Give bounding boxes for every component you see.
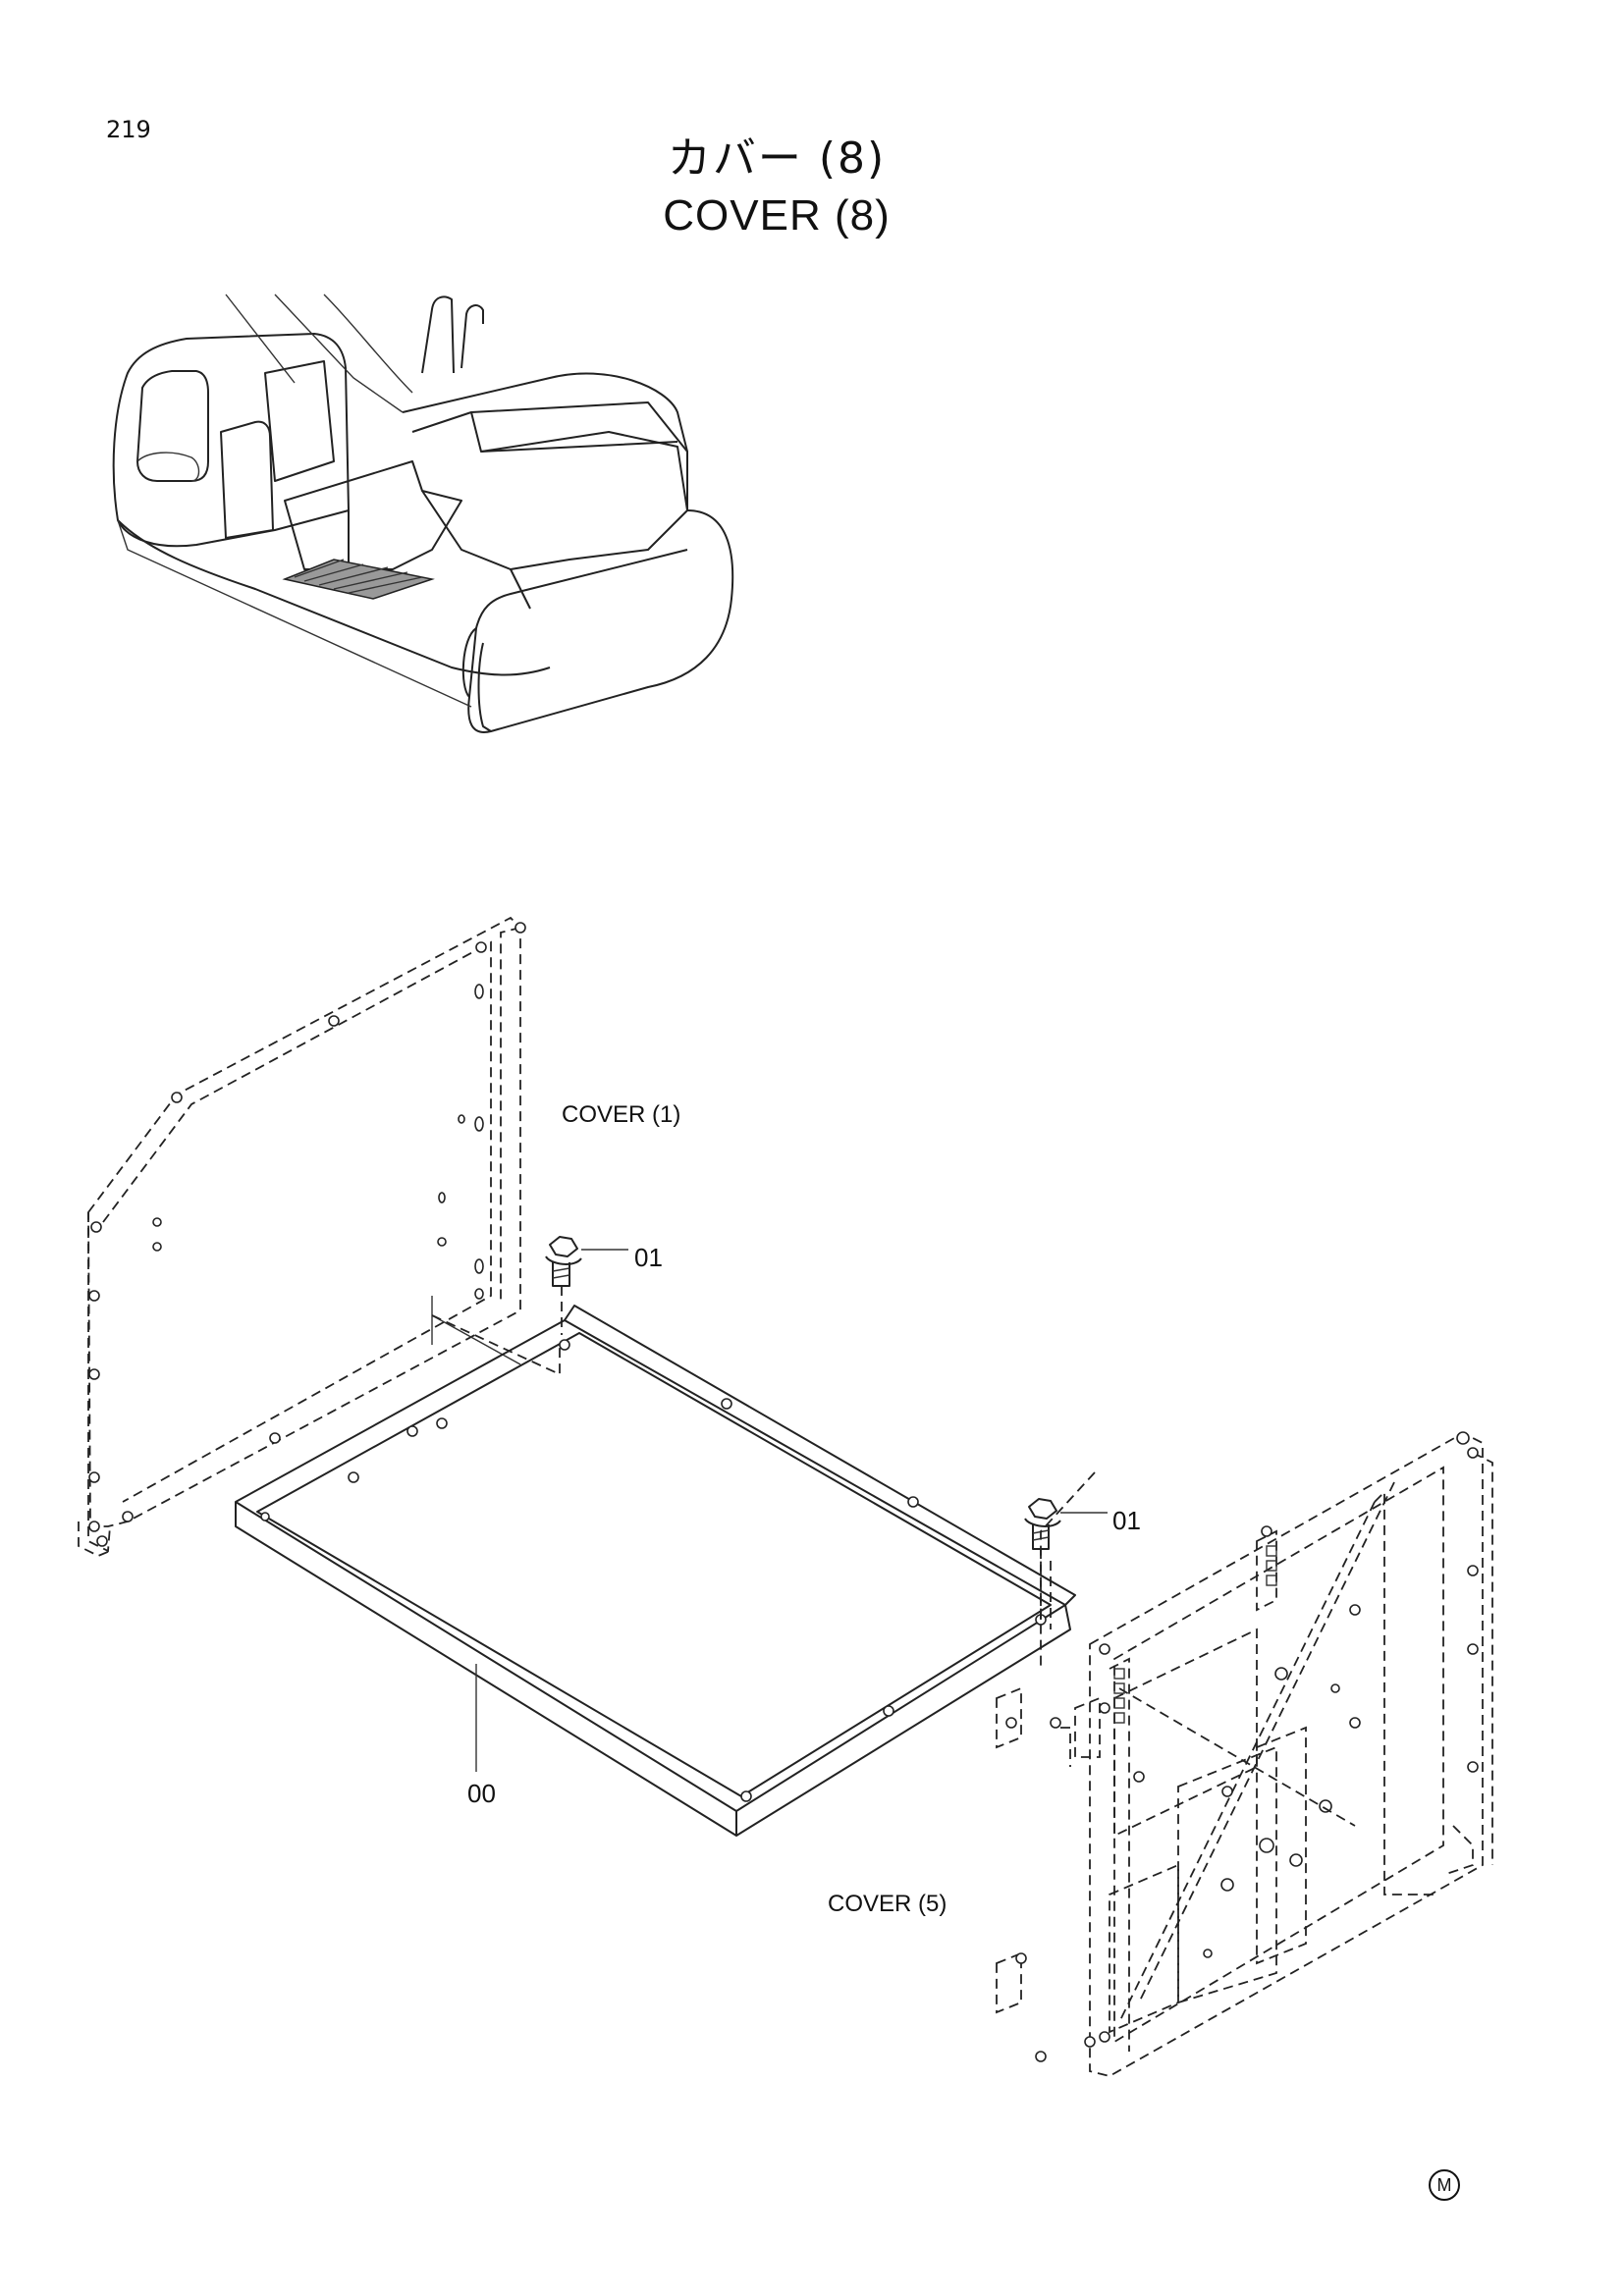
circled-m-icon: M (1429, 2169, 1460, 2201)
bolt-icon (1024, 1498, 1108, 1620)
page-title-english: COVER (8) (663, 191, 891, 240)
cover-1-panel (78, 916, 526, 1557)
page-title-japanese: カバー (8) (667, 133, 887, 184)
cover-5-panel (996, 1431, 1493, 2077)
bolt-icon (545, 1236, 628, 1335)
page-number: 219 (106, 116, 151, 143)
label-cover-1: COVER (1) (562, 1101, 681, 1128)
label-part-01-upper: 01 (634, 1243, 663, 1272)
excavator-overview-icon (112, 294, 734, 733)
label-part-01-lower: 01 (1112, 1506, 1141, 1535)
label-cover-5: COVER (5) (828, 1891, 947, 1917)
label-part-00: 00 (467, 1779, 496, 1808)
cover-panel-icon (235, 1305, 1076, 1837)
